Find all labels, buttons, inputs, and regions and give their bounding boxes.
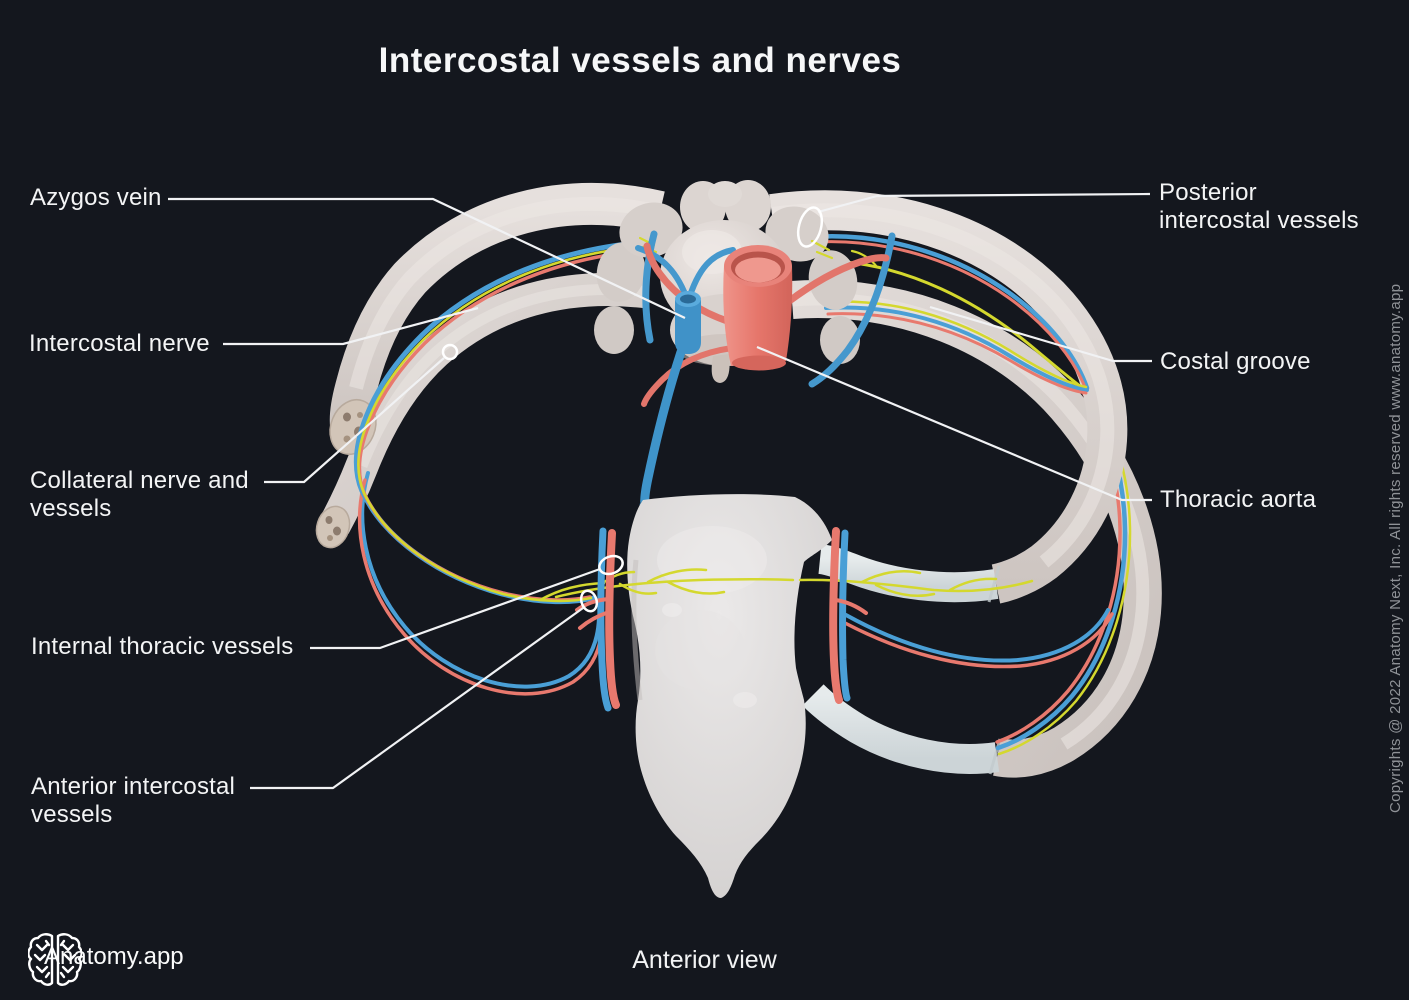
label-thoracic-aorta: Thoracic aorta	[1160, 486, 1317, 513]
leader-internal-thoracic	[310, 567, 601, 650]
marker-anterior-intercostal	[579, 589, 599, 613]
marker-posterior-intercostal	[796, 206, 824, 248]
label-costal-groove: Costal groove	[1160, 348, 1311, 375]
marker-collateral	[441, 343, 459, 361]
internal-thoracic-vessels-right	[829, 527, 868, 704]
sternum	[627, 494, 832, 898]
label-anterior-intercostal-vessels: Anterior intercostal vessels	[31, 773, 236, 828]
brain-icon	[28, 933, 82, 986]
structure-markers	[441, 206, 824, 613]
label-internal-thoracic-vessels: Internal thoracic vessels	[31, 633, 294, 660]
left-lower-rib	[315, 273, 650, 549]
brand-logo: Anatomy.app	[28, 931, 184, 986]
page-title: Intercostal vessels and nerves	[378, 41, 902, 80]
leader-costal-groove	[929, 305, 1152, 363]
marker-internal-thoracic	[598, 554, 624, 576]
leader-lines	[168, 192, 1152, 790]
leader-posterior-intercostal	[817, 192, 1151, 214]
leader-anterior-intercostal	[250, 607, 584, 790]
thoracic-aorta	[723, 245, 793, 371]
left-collateral-loop	[357, 471, 604, 696]
leader-thoracic-aorta	[756, 345, 1152, 502]
right-anterior-intercostal-loop	[841, 608, 1114, 669]
anterior-nerve-branches	[538, 568, 1034, 602]
right-lower-costal-cartilage	[802, 684, 1000, 774]
leader-azygos-vein	[168, 197, 686, 319]
copyright-text: Copyrights @ 2022 Anatomy Next, Inc. All…	[1387, 283, 1404, 813]
view-orientation-label: Anterior view	[632, 946, 777, 974]
label-azygos-vein: Azygos vein	[30, 184, 162, 211]
leader-intercostal-nerve	[223, 306, 479, 346]
label-posterior-intercostal-vessels: Posterior intercostal vessels	[1159, 179, 1359, 234]
posterior-intercostal-arteries	[641, 242, 890, 407]
leader-collateral	[264, 357, 445, 484]
label-collateral-nerve-and-vessels: Collateral nerve and vessels	[30, 467, 249, 522]
label-intercostal-nerve: Intercostal nerve	[29, 330, 210, 357]
left-intercostal-bundle	[353, 238, 662, 605]
left-lower-rib-cut-end	[315, 505, 351, 549]
